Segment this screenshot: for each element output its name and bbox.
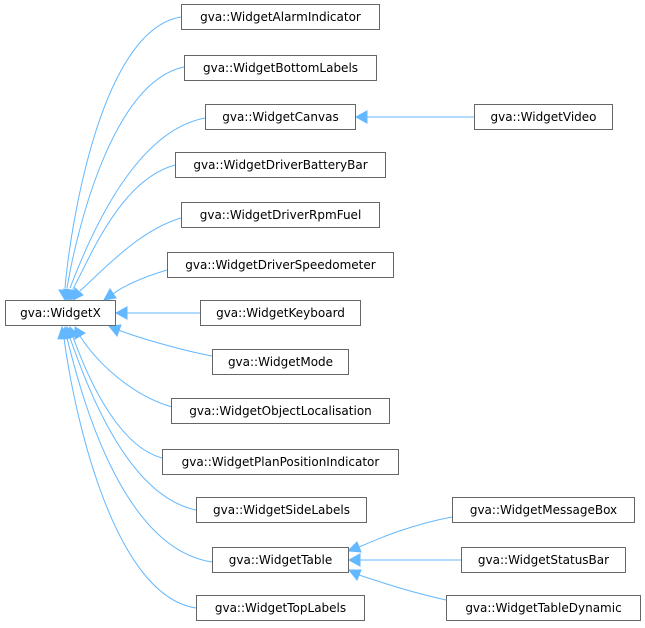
node-widget-table[interactable]: gva::WidgetTable: [212, 547, 349, 573]
node-widget-keyboard[interactable]: gva::WidgetKeyboard: [200, 300, 361, 326]
node-widget-video[interactable]: gva::WidgetVideo: [474, 104, 613, 130]
node-widget-table-dynamic[interactable]: gva::WidgetTableDynamic: [446, 595, 641, 621]
edge-object-localisation-to-widgetx: [74, 326, 173, 408]
node-widget-object-localisation[interactable]: gva::WidgetObjectLocalisation: [171, 398, 390, 424]
node-label: gva::WidgetX: [20, 306, 101, 320]
class-nodes: gva::WidgetX gva::WidgetAlarmIndicator g…: [5, 4, 641, 621]
node-label: gva::WidgetObjectLocalisation: [189, 404, 372, 418]
edge-driver-speedometer-to-widgetx: [103, 269, 168, 301]
node-widget-bottom-labels[interactable]: gva::WidgetBottomLabels: [184, 55, 377, 81]
edge-alarm-indicator-to-widgetx: [58, 16, 182, 301]
node-widget-canvas[interactable]: gva::WidgetCanvas: [205, 104, 356, 130]
node-label: gva::WidgetStatusBar: [478, 553, 609, 567]
edge-keyboard-to-widgetx: [114, 306, 200, 320]
edge-message-box-to-table: [346, 516, 453, 553]
node-widgetx[interactable]: gva::WidgetX: [5, 300, 116, 326]
inheritance-edges: [57, 16, 474, 609]
node-label: gva::WidgetKeyboard: [216, 306, 345, 320]
node-label: gva::WidgetTableDynamic: [465, 601, 621, 615]
node-label: gva::WidgetCanvas: [222, 110, 338, 124]
edge-status-bar-to-table: [347, 553, 461, 567]
node-label: gva::WidgetMessageBox: [470, 503, 617, 517]
node-label: gva::WidgetPlanPositionIndicator: [182, 455, 380, 469]
node-widget-message-box[interactable]: gva::WidgetMessageBox: [452, 497, 635, 523]
node-label: gva::WidgetTopLabels: [215, 601, 346, 615]
edge-video-to-canvas: [354, 110, 474, 124]
edge-table-dynamic-to-table: [347, 569, 447, 601]
node-widget-driver-speedometer[interactable]: gva::WidgetDriverSpeedometer: [167, 252, 394, 278]
edge-mode-to-widgetx: [108, 324, 213, 357]
node-label: gva::WidgetTable: [229, 553, 332, 567]
node-widget-top-labels[interactable]: gva::WidgetTopLabels: [196, 595, 365, 621]
node-widget-alarm-indicator[interactable]: gva::WidgetAlarmIndicator: [181, 4, 380, 30]
edge-top-labels-to-widgetx: [57, 325, 197, 609]
node-label: gva::WidgetDriverBatteryBar: [193, 158, 367, 172]
node-label: gva::WidgetDriverRpmFuel: [200, 208, 362, 222]
node-label: gva::WidgetMode: [228, 355, 333, 369]
node-widget-driver-rpm-fuel[interactable]: gva::WidgetDriverRpmFuel: [181, 202, 380, 228]
node-label: gva::WidgetDriverSpeedometer: [185, 258, 375, 272]
node-widget-driver-battery-bar[interactable]: gva::WidgetDriverBatteryBar: [175, 152, 386, 178]
node-widget-mode[interactable]: gva::WidgetMode: [212, 349, 349, 375]
node-widget-side-labels[interactable]: gva::WidgetSideLabels: [196, 497, 367, 523]
node-widget-status-bar[interactable]: gva::WidgetStatusBar: [461, 547, 626, 573]
node-label: gva::WidgetBottomLabels: [203, 61, 358, 75]
node-label: gva::WidgetSideLabels: [213, 503, 350, 517]
node-widget-plan-position-indicator[interactable]: gva::WidgetPlanPositionIndicator: [162, 449, 399, 475]
node-label: gva::WidgetVideo: [490, 110, 596, 124]
edge-driver-rpm-fuel-to-widgetx: [72, 217, 182, 301]
node-label: gva::WidgetAlarmIndicator: [200, 10, 361, 24]
